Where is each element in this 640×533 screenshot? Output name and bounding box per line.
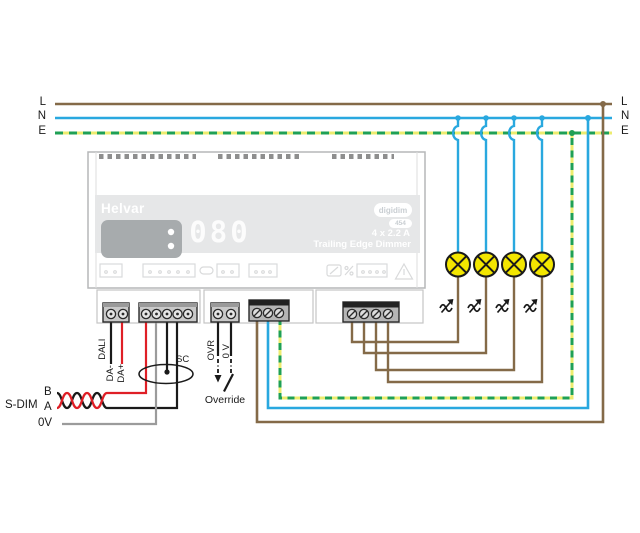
indicator-led — [167, 242, 175, 250]
digidim-badge-label: digidim — [378, 205, 408, 215]
sdim-a-label: A — [44, 401, 52, 413]
l-feed-wire — [255, 104, 605, 424]
sc-label: SC — [176, 354, 190, 365]
dali-wires — [109, 318, 124, 364]
override-switch — [214, 318, 234, 393]
lamp-icon-4 — [529, 251, 555, 278]
lamp-circuits — [350, 115, 555, 384]
sdim-wires — [56, 318, 194, 426]
brand-logo: Helvar — [101, 201, 145, 216]
override-label: Override — [204, 394, 246, 406]
n-junction-dot — [585, 115, 591, 121]
switch-icon — [326, 264, 342, 277]
dim-percent-icon — [344, 265, 354, 276]
display-window — [101, 220, 182, 258]
override-terminal-block — [210, 302, 240, 323]
rail-label-l-left: L — [39, 96, 46, 108]
rail-label-n-right: N — [621, 110, 630, 122]
sdim-b-label: B — [44, 386, 52, 398]
cable-screen-ellipse — [138, 363, 194, 385]
warning-triangle-icon — [394, 262, 414, 280]
lamp-icon-2 — [473, 251, 499, 278]
da-minus-label: DA- — [104, 365, 116, 382]
rail-label-e-left: E — [38, 125, 46, 137]
channel3-wire — [374, 277, 516, 372]
dali-terminal-block — [102, 302, 130, 323]
sdim-label: S-DIM — [5, 399, 38, 411]
lamp-icon-1 — [445, 251, 471, 278]
channel1-wire — [350, 277, 460, 344]
mains-terminal-block — [248, 299, 290, 322]
output-terminal-block — [342, 301, 400, 323]
channel2-wire — [362, 277, 488, 355]
lamp-icon-3 — [501, 251, 527, 278]
ovr-0v-label: 0 V — [220, 344, 232, 359]
digidim-badge: digidim — [374, 203, 412, 217]
sdim-0v-label: 0V — [38, 417, 53, 429]
connector-legend-row — [99, 262, 414, 280]
e-junction-dot — [569, 130, 575, 136]
indicator-led — [167, 228, 175, 236]
product-name-label: Trailing Edge Dimmer — [313, 239, 411, 250]
sdim-a-wire — [56, 318, 179, 410]
model-badge: 454 — [389, 219, 412, 228]
mains-wiring — [255, 101, 606, 424]
sc-connection-dot — [164, 369, 170, 375]
n-feed-wire — [266, 118, 590, 410]
lamp-icons — [445, 251, 555, 278]
n-tap-wires — [451, 118, 544, 252]
sdim-0v-wire — [62, 318, 158, 426]
rating-label: 4 x 2.2 A — [371, 228, 410, 239]
sdim-b-wire — [56, 318, 148, 410]
sdim-terminal-block — [138, 302, 198, 323]
da-plus-label: DA+ — [115, 363, 127, 383]
rail-label-l-right: L — [621, 96, 628, 108]
channel4-wire — [386, 277, 544, 384]
switch-blade — [223, 373, 234, 393]
seven-segment-display: 080 — [189, 215, 251, 249]
model-badge-label: 454 — [395, 220, 406, 227]
switch-contact-arrow — [214, 375, 222, 383]
device-body — [87, 151, 426, 324]
rail-label-n-left: N — [37, 110, 46, 122]
rail-label-e-right: E — [621, 125, 629, 137]
ovr-label: OVR — [205, 339, 217, 361]
l-junction-dot — [600, 101, 606, 107]
